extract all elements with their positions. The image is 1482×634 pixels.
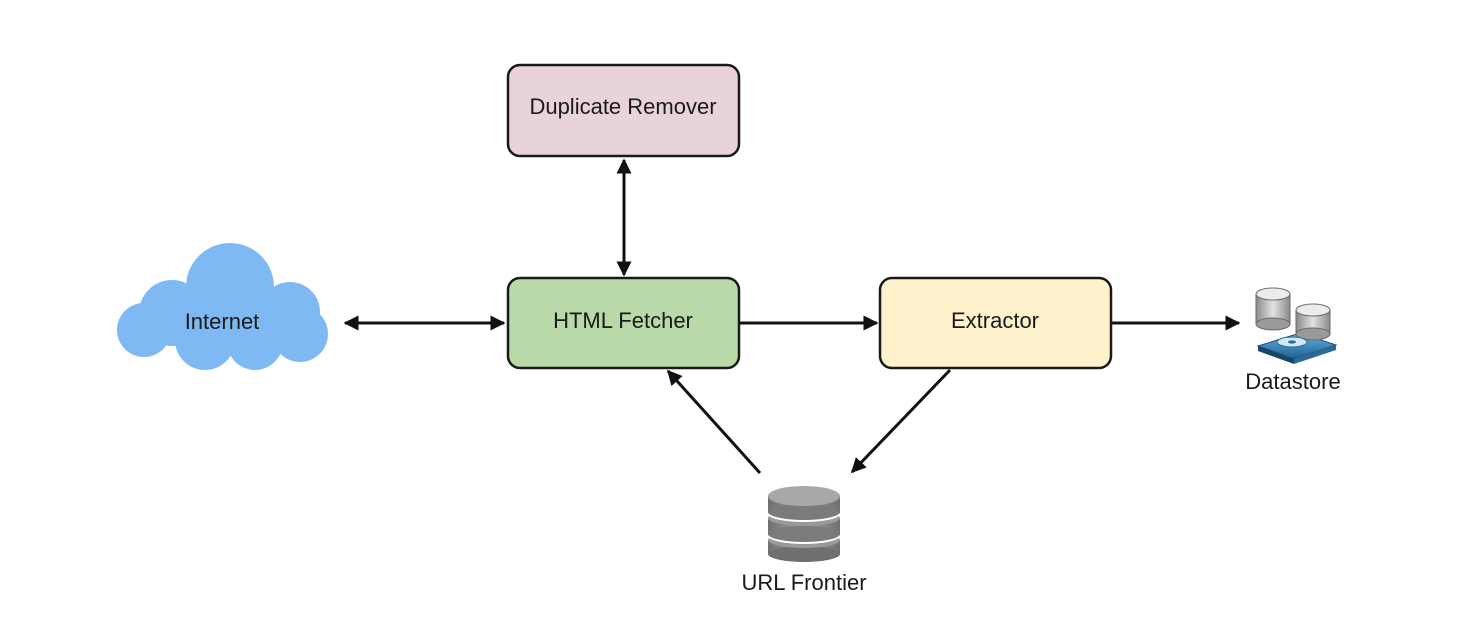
edge-url-frontier-html-fetcher xyxy=(666,369,762,475)
datastore-node: Datastore xyxy=(1245,287,1341,394)
cloud-icon xyxy=(117,243,328,370)
url-frontier-node: URL Frontier xyxy=(741,486,867,595)
extractor-box xyxy=(878,276,1113,370)
url-frontier-label: URL Frontier xyxy=(741,570,866,595)
duplicate-remover-label: Duplicate Remover xyxy=(529,94,716,119)
html-fetcher-node: HTML Fetcher xyxy=(506,276,741,370)
html-fetcher-label: HTML Fetcher xyxy=(553,308,693,333)
internet-node: Internet xyxy=(117,243,328,370)
edge-extractor-url-frontier xyxy=(850,368,952,474)
internet-label: Internet xyxy=(185,309,260,334)
html-fetcher-box xyxy=(506,276,741,370)
duplicate-remover-box xyxy=(506,63,741,158)
database-icon xyxy=(768,486,840,562)
extractor-node: Extractor xyxy=(878,276,1113,370)
extractor-label: Extractor xyxy=(951,308,1039,333)
datastore-label: Datastore xyxy=(1245,369,1340,394)
duplicate-remover-node: Duplicate Remover xyxy=(506,63,741,158)
database-server-icon xyxy=(1255,287,1338,364)
